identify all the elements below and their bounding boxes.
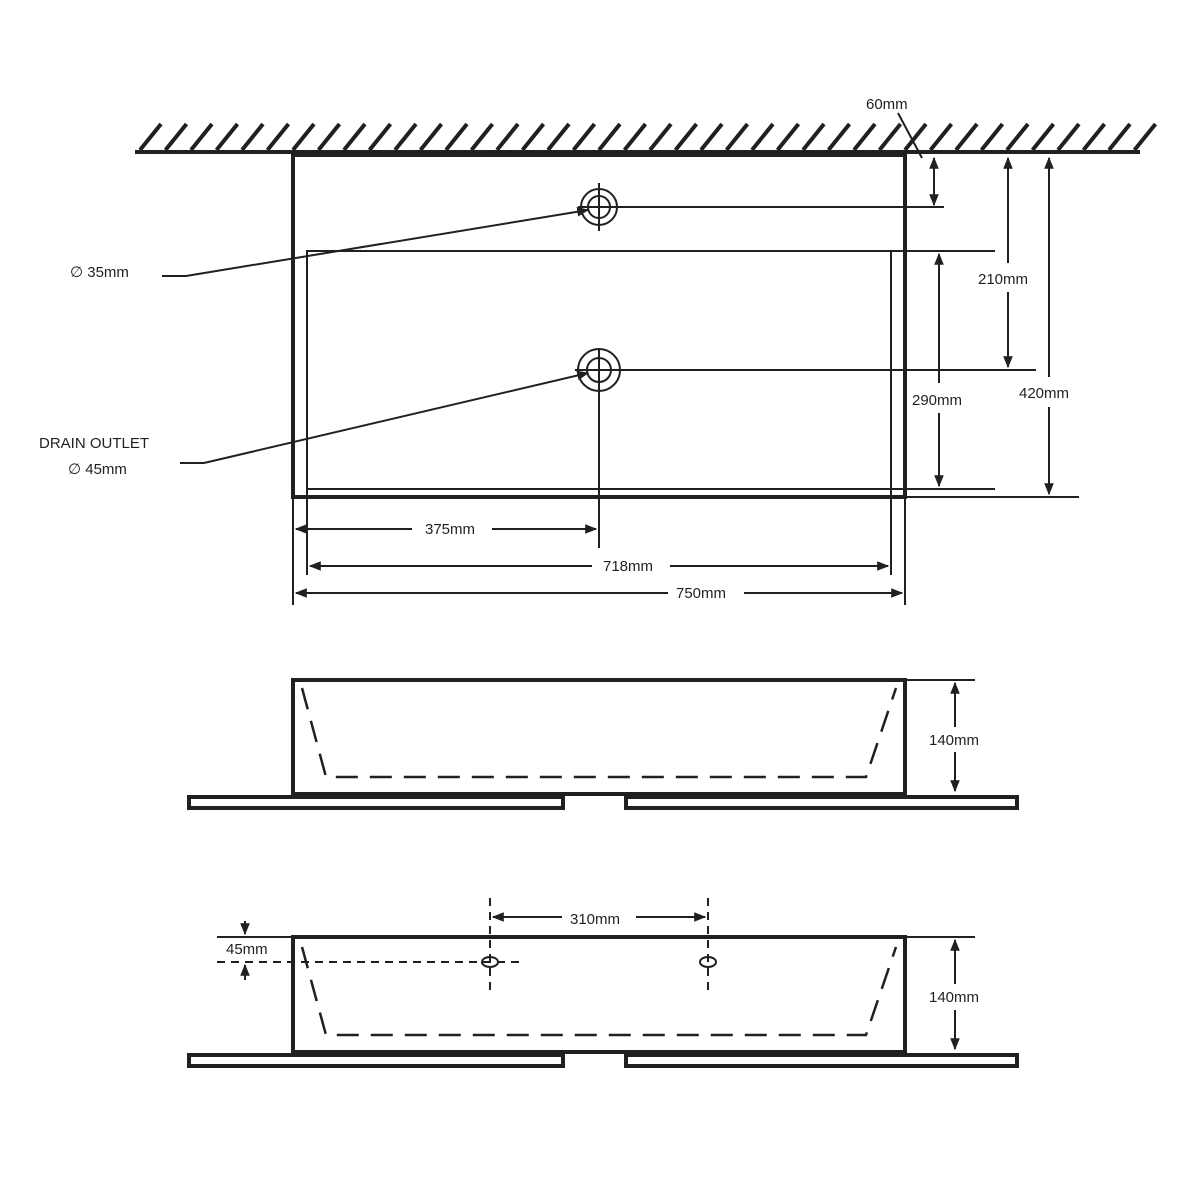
drain-hole [575,348,1036,548]
wall-hatch-stroke [775,122,801,152]
overflow-view: 310mm 45mm 140mm [187,898,1019,1068]
side-height-dimension: 140mm [905,679,979,793]
tap-to-drain-label: 210mm [978,271,1028,288]
wall-hatch-stroke [240,122,265,152]
wall-hatch-stroke [1056,122,1081,152]
tap-to-drain-dimension: 210mm [978,156,1028,369]
overflow-basin-outline [291,935,907,1054]
wall-hatch-stroke [1132,122,1158,152]
wall-gap-label: 60mm [866,96,908,113]
wall-hatch-stroke [903,122,928,152]
horizontal-extension-lines [292,489,906,605]
overflow-offset-dimension: 45mm [217,921,293,980]
centre-to-side-label: 375mm [425,521,475,538]
side-view: 140mm [187,678,1019,810]
wall-hatch-stroke [265,122,291,152]
wall-hatch-stroke [291,122,316,152]
wall-hatch-stroke [622,122,648,152]
wall-hatch-stroke [648,122,673,152]
wall-hatch-stroke [316,122,342,152]
wall-hatch-stroke [367,122,393,152]
bowl-width-label: 718mm [603,558,653,575]
wall-hatch-stroke [877,122,903,152]
wall-hatch-stroke [1030,122,1056,152]
wall-gap-dimension: 60mm [866,96,939,207]
bowl-depth-label: 290mm [912,392,962,409]
wall-hatch-stroke [546,122,571,152]
wall-hatch-stroke [699,122,724,152]
wall-hatch-stroke [342,122,367,152]
wall-hatch-stroke [495,122,520,152]
wall-hatch-stroke [801,122,826,152]
wall-hatch-stroke [1107,122,1132,152]
side-counter-left [187,795,565,810]
wall-hatch-stroke [826,122,852,152]
wall-hatch-stroke [571,122,597,152]
overflow-hole-right [699,898,717,995]
overflow-bowl-dashed [300,946,898,1037]
wall-hatch-stroke [469,122,495,152]
drain-title-label: DRAIN OUTLET [39,435,149,452]
side-counter-right [624,795,1019,810]
overall-depth-dimension: 420mm [905,156,1079,498]
wall-hatch-stroke [418,122,444,152]
wall-hatch-stroke [928,122,954,152]
bowl-outline [306,250,995,490]
wall-hatch-stroke [444,122,469,152]
overflow-hole-left [481,898,499,995]
drain-leader [180,370,590,464]
centre-to-side-dimension: 375mm [294,521,598,538]
wall-hatch-stroke [393,122,418,152]
overall-depth-label: 420mm [1019,385,1069,402]
wall-hatch-stroke [597,122,622,152]
wall-hatch-stroke [1005,122,1030,152]
side-bowl-dashed [300,687,898,779]
overflow-offset-label: 45mm [226,941,268,958]
tap-hole-leader [162,207,590,277]
overflow-height-dimension: 140mm [905,936,979,1051]
overflow-spacing-label: 310mm [570,911,620,928]
wall-hatch-stroke [750,122,775,152]
wall-hatch-stroke [189,122,214,152]
wall-hatch-stroke [1081,122,1107,152]
wall-hatch-stroke [724,122,750,152]
overflow-height-label: 140mm [929,989,979,1006]
tap-hole-label: ∅ 35mm [70,264,129,281]
tap-hole [578,183,944,231]
wall-hatch-stroke [852,122,877,152]
wall-hatch-stroke [954,122,979,152]
overall-width-label: 750mm [676,585,726,602]
overall-width-dimension: 750mm [294,585,904,602]
wall-hatch-stroke [138,122,163,152]
wall-hatch-stroke [673,122,699,152]
side-height-label: 140mm [929,732,979,749]
wall-hatch-stroke [979,122,1005,152]
overflow-counter-left [187,1053,565,1068]
bowl-width-dimension: 718mm [308,558,890,575]
wall-hatch-stroke [214,122,240,152]
side-basin-outline [291,678,907,796]
top-view: ∅ 35mm DRAIN OUTLET ∅ 45mm 60mm 210mm 29… [39,96,1158,605]
drain-size-label: ∅ 45mm [68,461,127,478]
wall-hatch-stroke [520,122,546,152]
overflow-spacing-dimension: 310mm [491,911,707,928]
wall-hatching [135,122,1158,154]
wall-hatch-stroke [163,122,189,152]
bowl-depth-dimension: 290mm [912,252,962,488]
overflow-counter-right [624,1053,1019,1068]
